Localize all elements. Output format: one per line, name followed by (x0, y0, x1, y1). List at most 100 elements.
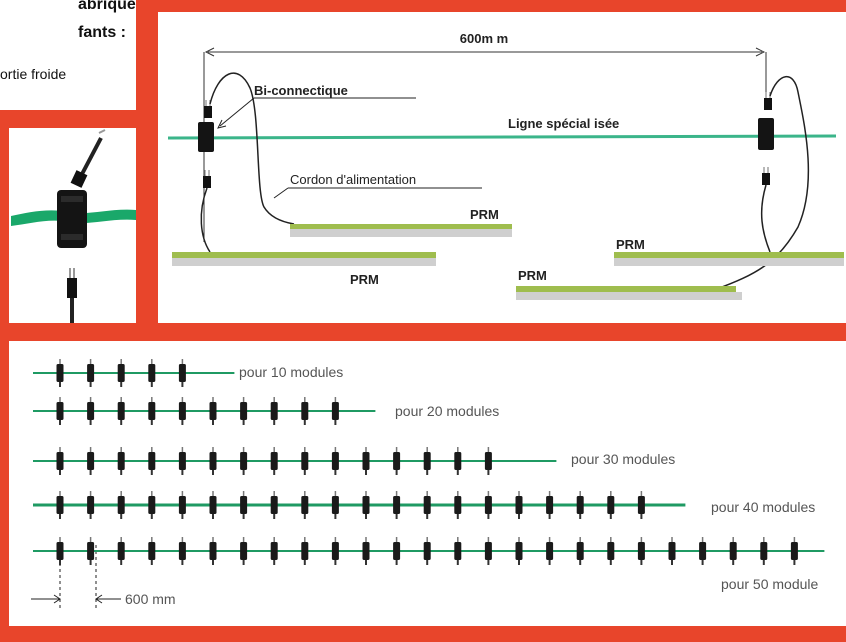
connector-icon (209, 537, 217, 565)
connector-icon (240, 491, 248, 519)
prm-panel-2-top (172, 252, 436, 258)
row-label-20: pour 20 modules (395, 403, 499, 419)
right-bottom-plug (761, 166, 771, 186)
intro-line-2: fants : (78, 24, 126, 41)
connector-icon (607, 537, 615, 565)
right-lower-cord (760, 184, 771, 253)
spacing-label: 600 mm (125, 591, 176, 607)
connector-icon (576, 537, 584, 565)
prm-panel-3-base (614, 258, 844, 266)
intro-line-1: abriques, (78, 0, 136, 13)
connector-icon (362, 537, 370, 565)
row-label-50: pour 50 module (721, 576, 819, 592)
connector-icon (178, 397, 186, 425)
left-bi-connector (198, 122, 214, 152)
connector-icon (148, 397, 156, 425)
cordon-label: Cordon d'alimentation (290, 172, 416, 187)
connector-icon (668, 537, 676, 565)
connector-icon (148, 447, 156, 475)
bi-connector-illustration (11, 129, 136, 323)
intro-panel: abriques, fants : ortie froide (0, 0, 136, 110)
connector-icon (454, 447, 462, 475)
installation-diagram: 600m m Ligne spécial isée Bi-connectique… (158, 12, 846, 323)
connector-icon (117, 491, 125, 519)
connector-icon (117, 397, 125, 425)
diagram-svg: 600m m Ligne spécial isée Bi-connectique… (167, 31, 844, 300)
connector-ridge-2 (61, 234, 83, 240)
connector-icon (423, 491, 431, 519)
connector-icon (454, 491, 462, 519)
connector-icon (362, 447, 370, 475)
left-power-cord (209, 72, 295, 225)
connector-body (57, 190, 87, 248)
connector-icon (178, 491, 186, 519)
left-lower-cord (200, 187, 211, 253)
prm-panel-4-base (516, 292, 742, 300)
module-layouts-panel: pour 10 modules pour 20 modules pour 30 … (9, 341, 846, 626)
connector-icon (178, 359, 186, 387)
prm-panel-4-top (516, 286, 736, 292)
connector-icon (87, 537, 95, 565)
connector-icon (331, 491, 339, 519)
right-bi-connector (758, 118, 774, 150)
connector-icon (331, 447, 339, 475)
connector-icon (209, 491, 217, 519)
connector-icon (148, 537, 156, 565)
dimension-arrow-left (204, 47, 215, 57)
spacing-arrow-right-head (95, 594, 103, 604)
connector-icon (484, 447, 492, 475)
bi-connectique-label: Bi-connectique (254, 83, 348, 98)
connector-icon (209, 397, 217, 425)
connector-icon (270, 537, 278, 565)
top-plug (70, 170, 88, 188)
connector-icon (301, 397, 309, 425)
ligne-label: Ligne spécial isée (508, 116, 619, 131)
connector-icon (117, 537, 125, 565)
connector-icon (240, 537, 248, 565)
prm-label-1: PRM (470, 207, 499, 222)
prm-label-4: PRM (518, 268, 547, 283)
connector-icon (454, 537, 462, 565)
connector-icon (56, 537, 64, 565)
connector-icon (393, 537, 401, 565)
connector-icon (637, 537, 645, 565)
connector-icon (270, 491, 278, 519)
dimension-arrow-right (755, 47, 766, 57)
row-label-10: pour 10 modules (239, 364, 343, 380)
bottom-plug (67, 278, 77, 298)
prm-panel-2-base (172, 258, 436, 266)
prm-label-2: PRM (350, 272, 379, 287)
connector-icon (87, 359, 95, 387)
prm-panel-1-top (290, 224, 512, 229)
connector-icon (515, 491, 523, 519)
connector-icon (270, 397, 278, 425)
connector-icon (56, 397, 64, 425)
prm-label-3: PRM (616, 237, 645, 252)
connector-icon (301, 537, 309, 565)
connector-icon (209, 447, 217, 475)
prm-panel-1-base (290, 229, 512, 237)
connector-icon (301, 491, 309, 519)
connector-icon (240, 397, 248, 425)
connector-icon (240, 447, 248, 475)
connector-icon (607, 491, 615, 519)
connector-icon (331, 397, 339, 425)
connector-icon (546, 537, 554, 565)
connector-icon (393, 447, 401, 475)
bi-connectique-arrow (217, 119, 227, 129)
connector-icon (87, 491, 95, 519)
connector-photo (9, 128, 136, 323)
connector-icon (790, 537, 798, 565)
connector-icon (637, 491, 645, 519)
module-layouts-svg: pour 10 modules pour 20 modules pour 30 … (31, 359, 825, 611)
connector-icon (56, 491, 64, 519)
top-cord (79, 137, 103, 177)
connector-icon (301, 447, 309, 475)
connector-icon (117, 447, 125, 475)
connector-icon (515, 537, 523, 565)
connector-icon (56, 359, 64, 387)
connector-icon (117, 359, 125, 387)
connector-icon (56, 447, 64, 475)
top-pin (98, 129, 106, 134)
connector-icon (423, 537, 431, 565)
